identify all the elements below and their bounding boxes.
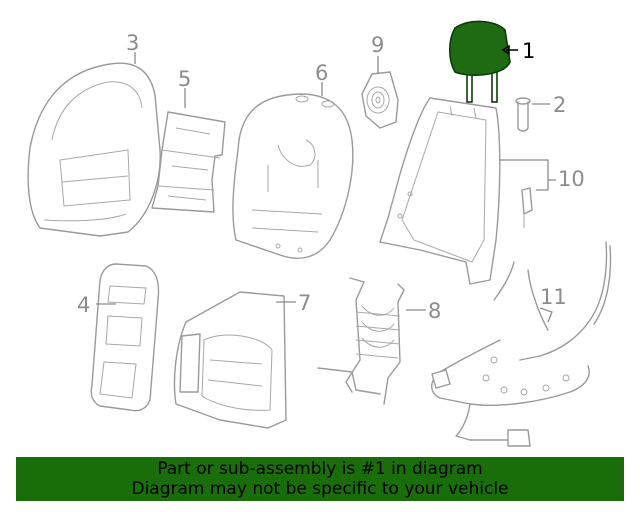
part-1-head-restraint (448, 20, 511, 103)
callout-1: 1 (522, 39, 535, 63)
callout-3: 3 (126, 31, 139, 55)
part-6-seat-back-pad (232, 93, 354, 259)
part-5-pad (151, 111, 226, 213)
callout-11: 11 (540, 285, 567, 309)
callout-4: 4 (77, 293, 90, 317)
part-2-guide (515, 97, 531, 132)
callout-7: 7 (298, 291, 311, 315)
info-banner: Part or sub-assembly is #1 in diagram Di… (16, 457, 624, 501)
callout-5: 5 (178, 67, 191, 91)
part-10-seat-back-frame (379, 97, 533, 285)
callout-9: 9 (371, 33, 384, 57)
part-11-wiring-harness (431, 241, 612, 447)
part-8-suspension-mat (317, 277, 405, 405)
banner-line-2: Diagram may not be specific to your vehi… (131, 479, 509, 499)
part-4-panel (90, 263, 160, 412)
callout-8: 8 (428, 299, 441, 323)
callout-10: 10 (558, 167, 585, 191)
callout-6: 6 (315, 61, 328, 85)
part-9-speaker (361, 71, 399, 129)
callout-2: 2 (553, 93, 566, 117)
banner-line-1: Part or sub-assembly is #1 in diagram (157, 459, 483, 479)
leader-lines (96, 44, 556, 323)
part-7-support (173, 291, 287, 429)
part-3-seat-back-cover (27, 62, 161, 237)
